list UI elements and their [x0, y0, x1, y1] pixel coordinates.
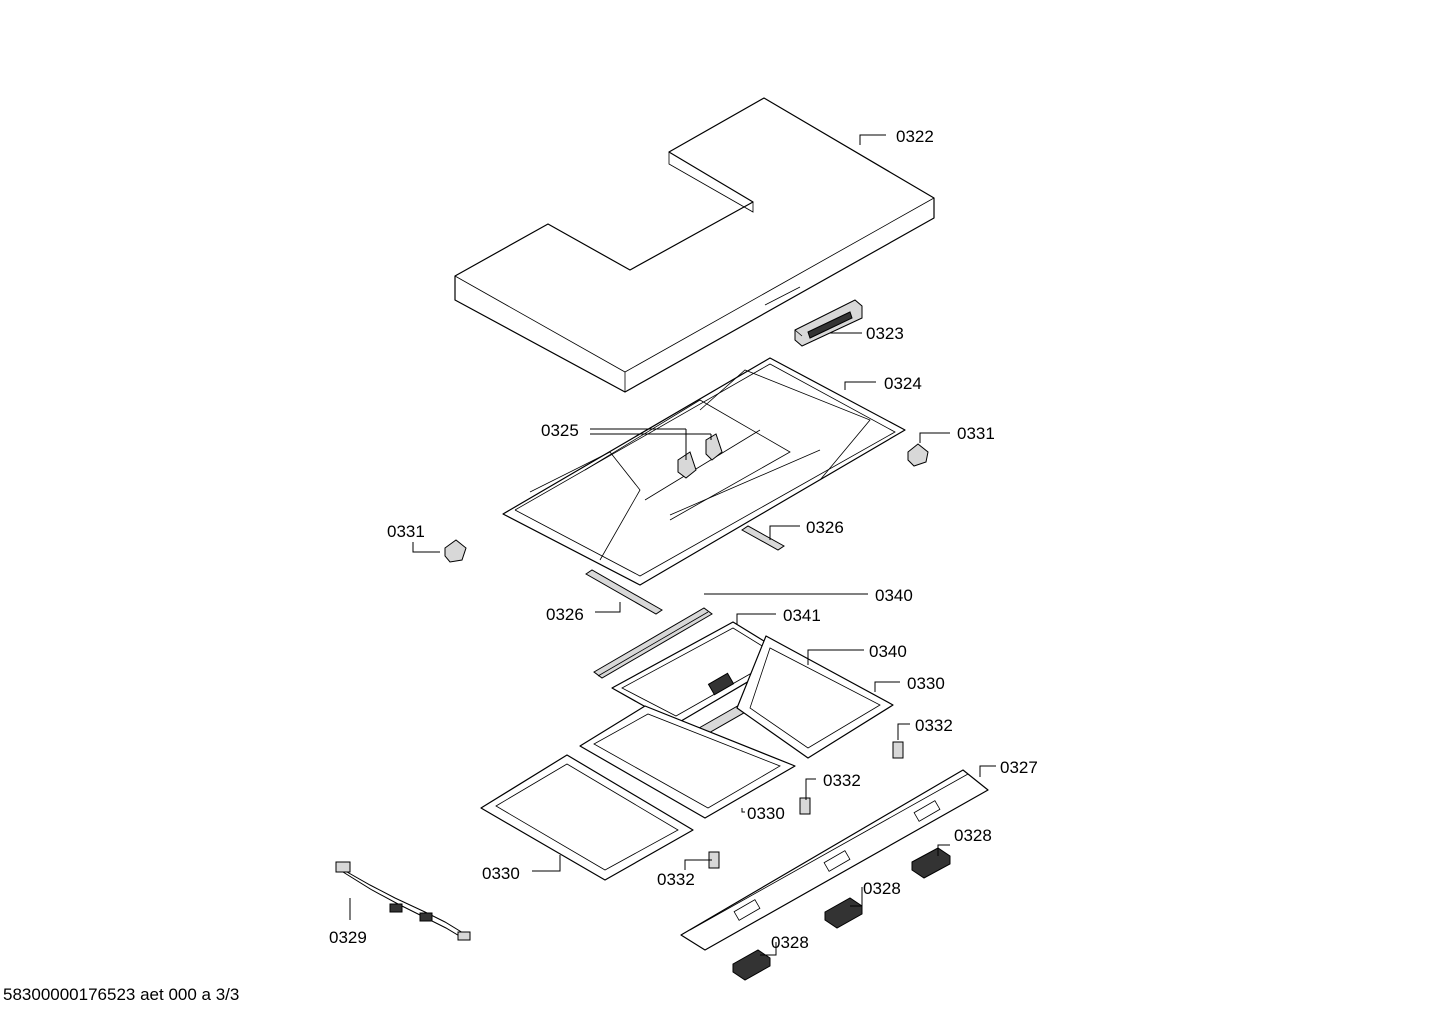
- leader-lines: [349, 134, 996, 956]
- part-0328-bottom-block[interactable]: [732, 949, 771, 981]
- callout-0341[interactable]: 0341: [783, 606, 821, 625]
- callout-0326-left[interactable]: 0326: [546, 605, 584, 624]
- callout-0331-left[interactable]: 0331: [387, 522, 425, 541]
- callout-0332-right[interactable]: 0332: [915, 716, 953, 735]
- part-0330-left-frame[interactable]: [480, 754, 694, 881]
- callout-0330-mid[interactable]: 0330: [747, 804, 785, 823]
- callout-0340-mid[interactable]: 0340: [869, 642, 907, 661]
- part-0328-mid-block[interactable]: [824, 897, 863, 929]
- part-0323-control-module[interactable]: [794, 299, 863, 347]
- callout-0331-right[interactable]: 0331: [957, 424, 995, 443]
- callout-0322[interactable]: 0322: [896, 127, 934, 146]
- part-0324-inner-frame[interactable]: [502, 357, 906, 586]
- callout-0330-right[interactable]: 0330: [907, 674, 945, 693]
- callout-labels: 0322 0323 0324 0325 0331 0331 0326 0326 …: [329, 127, 1038, 952]
- part-0322-top-cover[interactable]: [454, 97, 935, 393]
- callout-0326-right[interactable]: 0326: [806, 518, 844, 537]
- callout-0328-bottom[interactable]: 0328: [771, 933, 809, 952]
- callout-0323[interactable]: 0323: [866, 324, 904, 343]
- callout-0332-mid[interactable]: 0332: [823, 771, 861, 790]
- callout-0328-right[interactable]: 0328: [954, 826, 992, 845]
- callout-0324[interactable]: 0324: [884, 374, 922, 393]
- part-0327-bottom-bar[interactable]: [680, 769, 989, 951]
- part-0330-mid-frame[interactable]: [579, 705, 796, 819]
- part-0332-right-pin[interactable]: [892, 741, 904, 759]
- part-0340-top-strip[interactable]: [593, 607, 713, 679]
- callout-0332-left[interactable]: 0332: [657, 870, 695, 889]
- callout-0325[interactable]: 0325: [541, 421, 579, 440]
- callout-0328-mid[interactable]: 0328: [863, 879, 901, 898]
- part-0326-left-rail[interactable]: [585, 569, 663, 615]
- part-0326-right-rail[interactable]: [741, 525, 785, 551]
- footer-document-id: 58300000176523 aet 000 a 3/3: [3, 985, 239, 1004]
- callout-0327[interactable]: 0327: [1000, 758, 1038, 777]
- part-0329-cable-harness[interactable]: [335, 861, 471, 941]
- callout-0340-top[interactable]: 0340: [875, 586, 913, 605]
- part-0328-right-block[interactable]: [911, 847, 951, 879]
- part-0330-right-frame[interactable]: [736, 635, 894, 759]
- callout-0329[interactable]: 0329: [329, 928, 367, 947]
- part-0325-hooks[interactable]: [677, 433, 723, 479]
- part-0331-right-clip[interactable]: [907, 443, 929, 467]
- callout-0330-left[interactable]: 0330: [482, 864, 520, 883]
- part-0332-mid-pin[interactable]: [799, 797, 811, 815]
- part-0331-left-clip[interactable]: [444, 539, 467, 563]
